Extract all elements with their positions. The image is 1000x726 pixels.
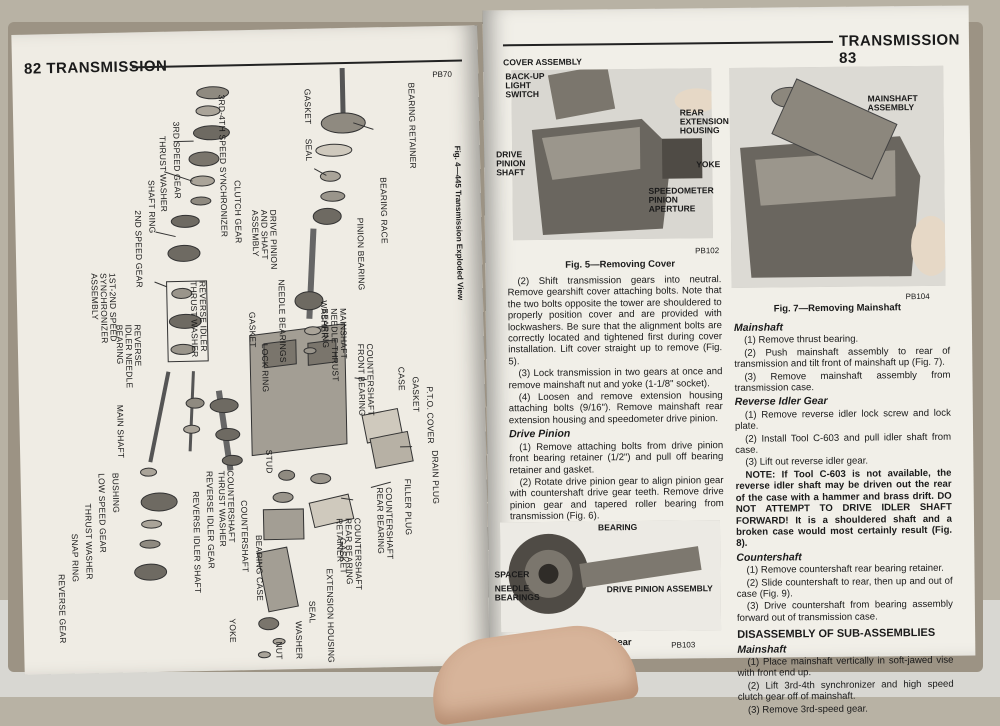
paragraph: (2) Slide countershaft to rear, then up …: [737, 575, 953, 600]
paragraph: (1) Place mainshaft vertically in soft-j…: [737, 655, 953, 680]
label-snap-ring: SNAP RING: [70, 534, 81, 583]
paragraph: (1) Remove thrust bearing.: [734, 333, 950, 347]
paragraph: (2) Shift transmission gears into neutra…: [507, 274, 722, 367]
section-heading-disassembly: DISASSEMBLY OF SUB-ASSEMBLIES: [737, 628, 953, 642]
paragraph: (3) Lock transmission in two gears at on…: [508, 366, 722, 391]
exploded-view-diagram: [11, 25, 490, 675]
label-1st-2nd-synchronizer: 1ST-2ND SPEED SYNCHRONIZER ASSEMBLY: [89, 273, 118, 364]
fig5-callout-speedometer: SPEEDOMETER PINION APERTURE: [648, 186, 718, 214]
paragraph: (3) Lift out reverse idler gear.: [735, 455, 951, 469]
paragraph: (1) Remove reverse idler lock screw and …: [735, 408, 951, 433]
header-rule-right: [503, 41, 833, 46]
fig5-callout-rear-extension: REAR EXTENSION HOUSING: [680, 108, 736, 136]
label-bearing-retainer: BEARING RETAINER: [406, 82, 418, 168]
paragraph: (3) Remove 3rd-speed gear.: [738, 702, 954, 716]
paragraph: (1) Remove countershaft rear bearing ret…: [736, 563, 952, 577]
label-countershaft-front-bearing: COUNTERSHAFT FRONT BEARING: [356, 343, 376, 423]
paragraph: (1) Remove attaching bolts from drive pi…: [509, 440, 723, 476]
fig6-callout-drive-pinion-assembly: DRIVE PINION ASSEMBLY: [607, 584, 713, 594]
label-yoke: YOKE: [228, 618, 239, 643]
fig5-callout-yoke: YOKE: [696, 160, 720, 169]
paragraph: (3) Drive countershaft from bearing asse…: [737, 599, 953, 624]
label-case: CASE: [396, 367, 406, 391]
label-lock-ring: LOCK RING: [260, 344, 271, 393]
label-gasket-3: GASKET: [411, 376, 422, 412]
text-column-2: Mainshaft (1) Remove thrust bearing. (2)…: [734, 318, 954, 717]
label-bushing: BUSHING: [111, 473, 122, 513]
fig6-callout-bearing: BEARING: [598, 523, 637, 532]
text-column-1: (2) Shift transmission gears into neutra…: [507, 274, 724, 524]
label-washer: WASHER: [294, 621, 305, 659]
note-paragraph: NOTE: If Tool C-603 is not available, th…: [735, 468, 952, 550]
label-main-shaft: MAIN SHAFT: [115, 405, 126, 459]
fig7-code: PB104: [906, 292, 930, 301]
section-heading-mainshaft: Mainshaft: [734, 321, 950, 335]
fig5-callout-backup-switch: BACK-UP LIGHT SWITCH: [505, 72, 565, 100]
label-drive-pinion-shaft: DRIVE PINION AND SHAFT ASSEMBLY: [250, 209, 279, 290]
label-countershaft-thrust-washer: COUNTERSHAFT THRUST WASHER: [217, 470, 237, 560]
label-thrust-washer: THRUST WASHER: [157, 136, 169, 212]
label-pinion-bearing: PINION BEARING: [355, 218, 367, 291]
label-countershaft-rear-bearing: COUNTERSHAFT REAR BEARING: [375, 487, 395, 567]
label-reverse-idler-gear: REVERSE IDLER GEAR: [205, 471, 217, 569]
paragraph: (2) Install Tool C-603 and pull idler sh…: [735, 431, 951, 456]
fig6-callout-needle-bearings: NEEDLE BEARINGS: [495, 584, 535, 602]
fig5-code: PB102: [695, 246, 719, 255]
label-countershaft-rear-bearing-retainer: COUNTERSHAFT REAR BEARING RETAINER: [335, 518, 364, 609]
label-reverse-idler-shaft: REVERSE IDLER SHAFT: [191, 491, 203, 593]
fig6-code: PB103: [671, 640, 695, 649]
label-clutch-gear: CLUTCH GEAR: [232, 180, 243, 243]
paragraph: (2) Lift 3rd-4th synchronizer and high s…: [738, 678, 954, 703]
paragraph: (2) Push mainshaft assembly to rear of t…: [734, 345, 950, 370]
label-low-speed-gear: LOW SPEED GEAR: [97, 473, 109, 553]
label-washer-2: WASHER: [319, 300, 330, 338]
fig7-caption: Fig. 7—Removing Mainshaft: [774, 302, 901, 314]
section-heading-mainshaft-2: Mainshaft: [737, 642, 953, 656]
label-seal: SEAL: [307, 601, 317, 624]
label-seal-2: SEAL: [304, 139, 314, 162]
fig6-photo: [500, 520, 721, 632]
label-3rd-speed-gear: 3RD SPEED GEAR: [171, 121, 183, 199]
label-reverse-idler-thrust-washer: REVERSE IDLER THRUST WASHER: [189, 281, 209, 371]
fig7-callout-mainshaft: MAINSHAFT ASSEMBLY: [868, 94, 928, 113]
section-heading-reverse-idler: Reverse Idler Gear: [735, 395, 951, 409]
label-nut: NUT: [274, 641, 284, 659]
left-page: 82 TRANSMISSION PB70: [11, 25, 490, 675]
right-page-header: TRANSMISSION 83: [839, 31, 969, 66]
label-reverse-idler-needle-bearing: REVERSE IDLER NEEDLE BEARING: [114, 324, 142, 395]
label-2nd-speed-gear: 2ND SPEED GEAR: [133, 210, 145, 288]
label-shaft-ring: SHAFT RING: [146, 180, 157, 234]
label-needle-bearings: NEEDLE BEARINGS: [277, 279, 289, 363]
paragraph: (3) Remove mainshaft assembly from trans…: [734, 369, 950, 394]
label-countershaft: COUNTERSHAFT: [239, 500, 251, 572]
label-bearing-case: BEARING CASE: [254, 535, 265, 601]
fig5-caption: Fig. 5—Removing Cover: [565, 259, 675, 271]
label-gasket-4: GASKET: [303, 89, 314, 125]
label-reverse-gear: REVERSE GEAR: [57, 574, 68, 644]
fig5-callout-drive-pinion: DRIVE PINION SHAFT: [496, 150, 536, 177]
section-heading-countershaft: Countershaft: [736, 550, 952, 564]
paragraph: (2) Rotate drive pinion gear to align pi…: [509, 475, 723, 523]
label-filler-plug: FILLER PLUG: [403, 479, 414, 536]
label-thrust-washer-2: THRUST WASHER: [83, 503, 95, 579]
label-stud: STUD: [264, 450, 274, 474]
label-bearing-race: BEARING RACE: [378, 177, 389, 244]
right-page: TRANSMISSION 83 COVER ASSEMBLY BACK-UP L…: [483, 5, 976, 660]
fig6-callout-spacer: SPACER: [494, 570, 529, 579]
label-extension-housing: EXTENSION HOUSING: [325, 568, 337, 663]
label-gasket-1: GASKET: [247, 312, 258, 348]
label-drain-plug: DRAIN PLUG: [430, 450, 441, 504]
fig5-callout-cover-assembly: COVER ASSEMBLY: [503, 58, 582, 68]
paragraph: (4) Loosen and remove extension housing …: [509, 390, 723, 426]
label-pto-cover: P.T.O. COVER: [425, 386, 436, 444]
section-heading-drive-pinion: Drive Pinion: [509, 427, 723, 441]
